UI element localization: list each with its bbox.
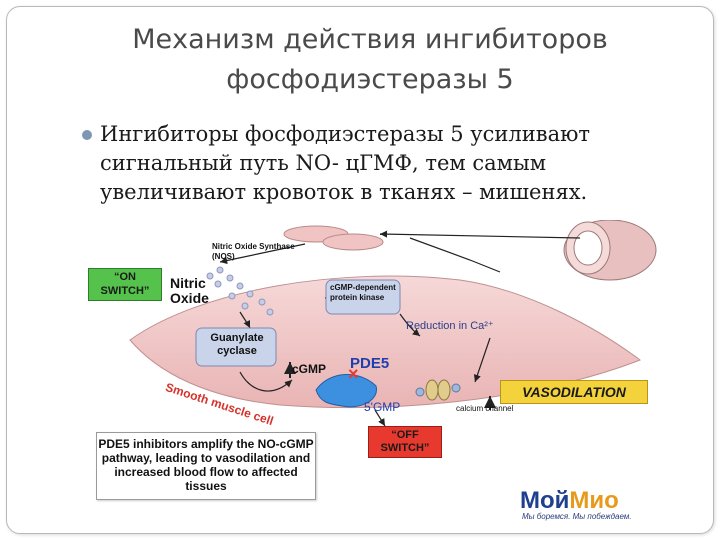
calcium-channel-label: calcium channel: [456, 404, 514, 413]
protein-kinase-box: [325, 279, 401, 315]
pde5-mechanism-diagram: × Nitric Oxide Synthase (NOS) “ON SWITCH…: [80, 220, 680, 525]
calcium-channel-icon: [415, 379, 461, 401]
guanylate-cyclase-label: Guanylate cyclase: [210, 332, 264, 357]
logo-part-1: Мой: [520, 487, 570, 514]
logo-tagline: Мы боремся. Мы побеждаем.: [522, 512, 632, 521]
vasodilation-box: VASODILATION: [500, 380, 648, 404]
bullet-text: Ингибиторы фосфодиэстеразы 5 усиливают с…: [100, 122, 590, 204]
logo-part-2: Мио: [569, 487, 619, 514]
five-gmp-label: 5'GMP: [364, 400, 401, 414]
pde5-label: PDE5: [350, 355, 390, 372]
moymio-logo: МойМио Мы боремся. Мы побеждаем.: [520, 488, 680, 524]
slide-title: Механизм действия ингибиторов фосфодиэст…: [132, 24, 608, 95]
reduction-calcium-label: Reduction in Ca²⁺: [406, 320, 494, 332]
pde5-enzyme-shape: [315, 373, 377, 408]
nitric-oxide-label: Nitric Oxide: [170, 275, 209, 306]
on-switch-box: “ON SWITCH”: [88, 268, 162, 301]
nos-label: Nitric Oxide Synthase (NOS): [212, 242, 295, 261]
nitric-oxide-particles: [206, 266, 274, 316]
blood-vessel-icon: [563, 220, 657, 281]
smooth-muscle-cell-body: [129, 275, 642, 409]
diagram-graphics: ×: [129, 220, 657, 427]
cgmp-label: cGMP: [292, 362, 327, 376]
guanylate-cyclase-box: [195, 327, 277, 367]
logo-wordmark: МойМио: [520, 488, 619, 514]
endothelial-cell: [322, 233, 384, 251]
protein-kinase-label: cGMP-dependent protein kinase: [330, 283, 396, 302]
off-switch-box: “OFF SWITCH”: [368, 426, 442, 458]
pde5-inhibitors-note: PDE5 inhibitors amplify the NO-cGMP path…: [96, 432, 316, 500]
svg-text:×: ×: [348, 364, 359, 384]
bullet-marker: [82, 130, 92, 140]
